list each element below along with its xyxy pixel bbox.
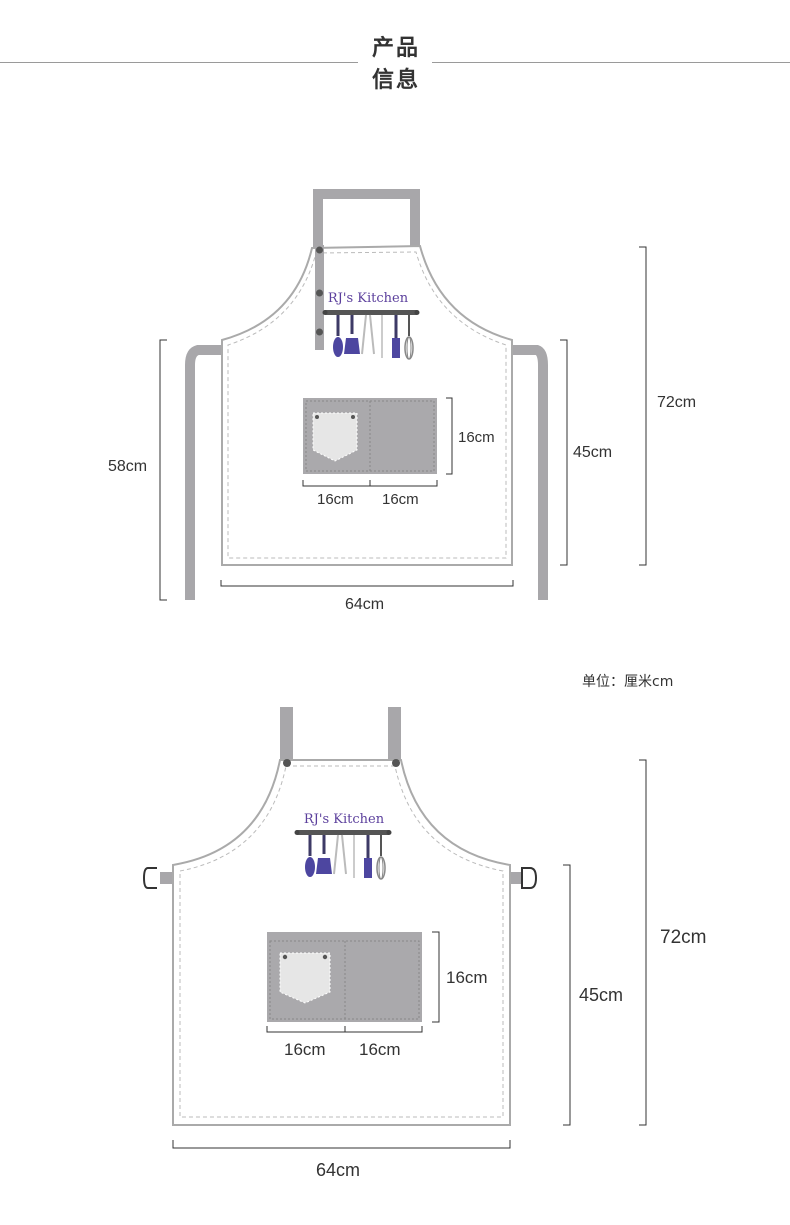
top-pocket-height: 16cm <box>458 429 495 446</box>
left-d-ring <box>142 867 157 889</box>
top-strap-length: 58cm <box>108 458 148 475</box>
bottom-apron <box>142 707 538 1126</box>
bottom-total-length: 72cm <box>660 927 707 948</box>
top-left-tie <box>185 345 222 600</box>
top-width: 64cm <box>345 596 385 613</box>
bottom-pocket-right-width: 16cm <box>359 1040 401 1059</box>
unit-note: 单位：厘米cm <box>582 674 674 690</box>
bottom-pocket-height: 16cm <box>446 968 488 987</box>
top-dimension-lines <box>159 246 647 601</box>
bottom-dimension-lines <box>172 759 647 1149</box>
top-apron <box>185 189 548 600</box>
header-rule-left <box>0 62 358 63</box>
title-line-1: 产品 <box>371 36 420 61</box>
bottom-left-strap <box>280 707 293 764</box>
top-pocket-left-width: 16cm <box>317 491 354 508</box>
top-brand-text: RJ's Kitchen <box>328 291 409 306</box>
bottom-brand-text: RJ's Kitchen <box>304 812 385 827</box>
title-line-2: 信息 <box>371 68 420 93</box>
bottom-right-strap <box>388 707 401 764</box>
right-d-ring <box>521 867 538 889</box>
bottom-body-length: 45cm <box>579 985 624 1005</box>
top-pocket-right-width: 16cm <box>382 491 419 508</box>
bottom-width: 64cm <box>316 1160 361 1180</box>
top-total-length: 72cm <box>657 394 697 411</box>
top-neck-strap <box>313 189 420 250</box>
top-pocket-patch <box>312 412 358 462</box>
top-body-length: 45cm <box>573 444 613 461</box>
bottom-pocket-patch <box>279 952 331 1004</box>
top-right-tie <box>512 345 548 600</box>
header-rule-right <box>432 62 790 63</box>
bottom-pocket-left-width: 16cm <box>284 1040 326 1059</box>
